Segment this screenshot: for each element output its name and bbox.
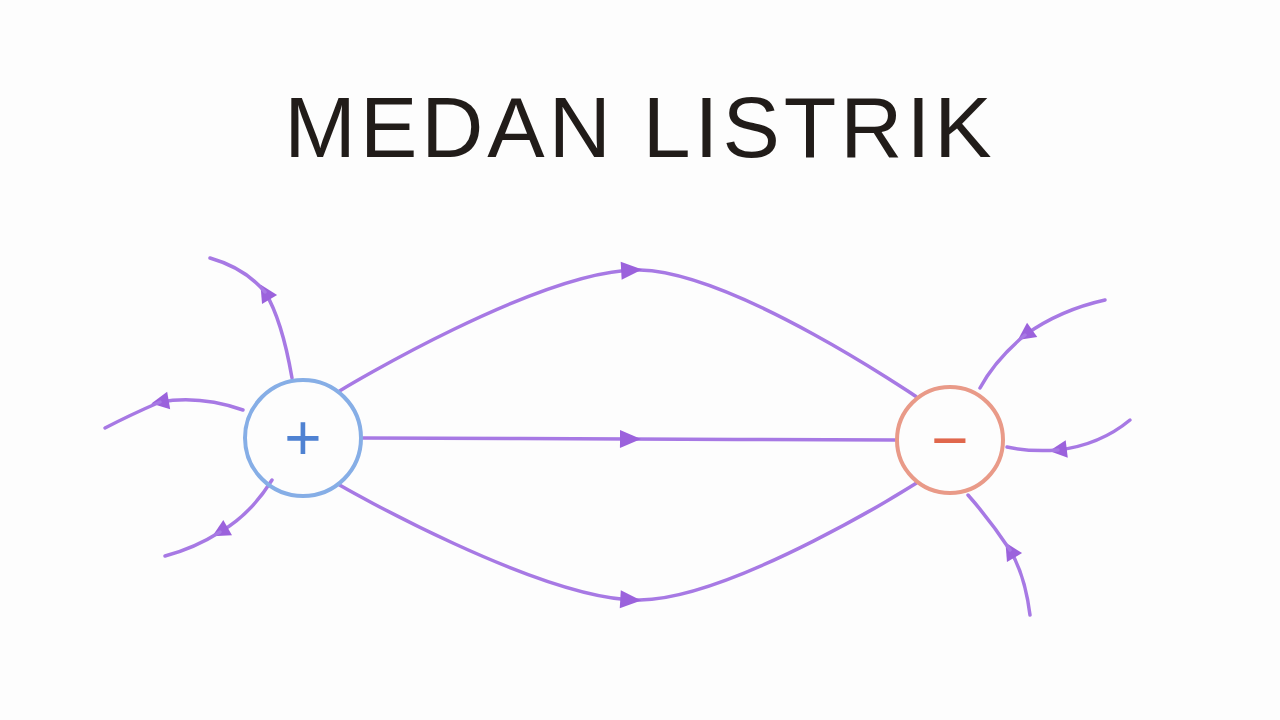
- field-line: [980, 335, 1025, 388]
- field-line-connector: [340, 261, 916, 397]
- field-line: [210, 258, 265, 292]
- arrowhead: [621, 261, 643, 280]
- charge-circle: −: [894, 384, 1006, 496]
- field-line: [340, 483, 916, 600]
- diagram-title: MEDAN LISTRIK: [0, 78, 1280, 177]
- field-line: [1007, 447, 1058, 451]
- field-line: [1025, 300, 1105, 335]
- charge-sign: −: [931, 408, 968, 472]
- field-line: [1010, 550, 1030, 615]
- field-line: [265, 292, 292, 378]
- field-line: [1058, 420, 1130, 450]
- field-line-connector: [340, 483, 916, 609]
- field-line: [340, 270, 916, 397]
- field-line: [968, 495, 1010, 550]
- field-line-connector: [363, 430, 895, 448]
- arrowhead: [620, 430, 641, 448]
- charge-sign: +: [284, 406, 321, 470]
- field-line: [105, 402, 160, 428]
- field-line: [160, 400, 243, 410]
- field-line: [165, 532, 220, 556]
- arrowhead: [620, 590, 642, 609]
- field-line: [220, 480, 272, 532]
- charge-circle: +: [242, 377, 364, 499]
